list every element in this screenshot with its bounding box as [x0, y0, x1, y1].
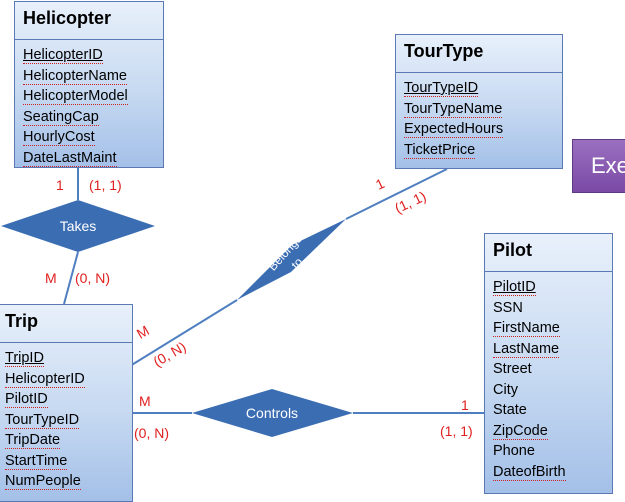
attribute: TicketPrice — [404, 141, 476, 159]
attribute: TourTypeID — [5, 411, 80, 429]
entity-trip[interactable]: Trip TripID HelicopterID PilotID TourTyp… — [0, 304, 133, 502]
attribute: DateofBirth — [493, 463, 566, 481]
attribute: LastName — [493, 340, 560, 358]
attribute: TourTypeName — [404, 100, 503, 118]
cardinality-takes-helicopter-one: 1 — [56, 177, 64, 193]
attribute: HelicopterID — [5, 370, 85, 388]
attribute: SSN — [493, 299, 523, 316]
attribute: HelicopterName — [23, 67, 127, 85]
cardinality-controls-trip-many: M — [139, 393, 151, 409]
belongs-to-diamond — [237, 219, 346, 300]
attribute-list: TripID HelicopterID PilotID TourTypeID T… — [0, 343, 132, 492]
attribute-primary-key: TourTypeID — [404, 80, 479, 97]
controls-diamond — [192, 389, 353, 437]
attribute: SeatingCap — [23, 108, 99, 126]
takes-diamond — [1, 200, 155, 252]
attribute: Street — [493, 361, 532, 377]
entity-title: Helicopter — [15, 2, 163, 40]
tourtype-belongs-line — [345, 168, 448, 220]
attribute-list: HelicopterID HelicopterName HelicopterMo… — [15, 40, 163, 168]
entity-tourtype[interactable]: TourType TourTypeID TourTypeName Expecte… — [395, 34, 563, 169]
entity-title: Pilot — [485, 234, 612, 272]
entity-title: TourType — [396, 35, 562, 73]
controls-label: Controls — [246, 405, 298, 421]
attribute: DateLastMaint — [23, 149, 117, 167]
attribute: HelicopterModel — [23, 88, 128, 105]
cardinality-takes-helicopter-range: (1, 1) — [89, 177, 122, 193]
belongs-trip-line — [129, 299, 238, 367]
cardinality-controls-trip-range: (0, N) — [134, 425, 169, 441]
attribute-primary-key: TripID — [5, 350, 44, 367]
attribute: TripDate — [5, 432, 61, 449]
attribute: State — [493, 402, 527, 418]
attribute: PilotID — [5, 391, 48, 408]
attribute: ExpectedHours — [404, 121, 504, 138]
entity-title: Trip — [0, 305, 132, 343]
attribute: NumPeople — [5, 473, 81, 490]
entity-helicopter[interactable]: Helicopter HelicopterID HelicopterName H… — [14, 1, 164, 168]
takes-trip-line — [63, 251, 79, 305]
cardinality-controls-pilot-range: (1, 1) — [440, 423, 473, 439]
cardinality-controls-pilot-one: 1 — [461, 397, 469, 413]
attribute-list: TourTypeID TourTypeName ExpectedHours Ti… — [396, 73, 562, 160]
attribute: City — [493, 381, 518, 398]
attribute: StartTime — [5, 452, 68, 470]
takes-label: Takes — [60, 218, 97, 234]
attribute-primary-key: HelicopterID — [23, 47, 103, 64]
attribute: ZipCode — [493, 422, 548, 440]
attribute: HourlyCost — [23, 129, 95, 146]
exe-button[interactable]: Exe — [572, 139, 625, 193]
attribute: FirstName — [493, 320, 560, 337]
entity-pilot[interactable]: Pilot PilotID SSN FirstName LastName Str… — [484, 233, 613, 494]
attribute: Phone — [493, 443, 535, 459]
attribute-list: PilotID SSN FirstName LastName Street Ci… — [485, 272, 612, 482]
cardinality-takes-trip-many: M — [45, 270, 57, 286]
attribute-primary-key: PilotID — [493, 279, 536, 296]
cardinality-takes-trip-range: (0, N) — [75, 270, 110, 286]
